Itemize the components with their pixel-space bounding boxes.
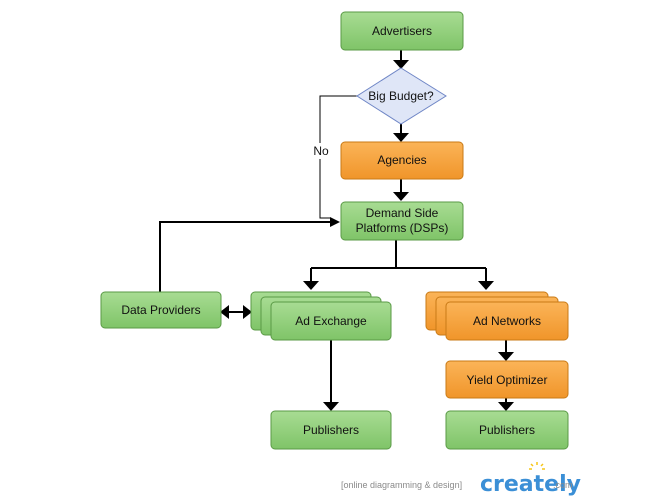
node-label: Ad Exchange — [295, 314, 367, 328]
arrowhead — [303, 281, 319, 290]
watermark-tagline: [online diagramming & design] — [341, 480, 462, 490]
node-box — [340, 201, 464, 241]
node-box — [270, 410, 392, 450]
node-yield-optimizer[interactable]: Yield Optimizer — [445, 360, 569, 399]
watermark-suffix: .com — [553, 480, 573, 490]
decision-label: Big Budget? — [368, 89, 434, 103]
decision-big-budget[interactable]: Big Budget? — [356, 67, 447, 125]
arrowhead — [220, 305, 229, 319]
no-label-bg — [310, 143, 332, 159]
node-dsp[interactable]: Demand Side Platforms (DSPs) — [340, 201, 464, 241]
node-box — [445, 410, 569, 450]
connectors — [159, 50, 507, 403]
node-label: Agencies — [377, 153, 426, 167]
node-data-providers[interactable]: Data Providers — [100, 291, 222, 329]
node-label-line2: Platforms (DSPs) — [356, 221, 449, 235]
sun-icon — [529, 462, 545, 470]
decision-diamond — [356, 67, 447, 125]
arrowhead — [478, 281, 494, 290]
watermark-brand: creately — [480, 472, 581, 497]
arrowhead — [498, 352, 514, 361]
edge-dataproviders-to-dsp — [159, 221, 330, 292]
node-label: Publishers — [479, 423, 535, 437]
node-box — [445, 360, 569, 399]
arrowhead — [393, 133, 409, 142]
node-box — [270, 301, 392, 341]
node-box — [445, 301, 569, 341]
arrowhead — [243, 305, 252, 319]
node-ad-networks[interactable]: Ad Networks — [425, 291, 569, 341]
arrowhead — [323, 402, 339, 411]
node-box — [340, 141, 464, 180]
node-publishers-left[interactable]: Publishers — [270, 410, 392, 450]
arrowheads — [220, 60, 514, 411]
node-label: Yield Optimizer — [467, 373, 548, 387]
node-advertisers[interactable]: Advertisers — [340, 11, 464, 51]
node-label-line1: Demand Side — [366, 206, 439, 220]
arrowhead — [330, 217, 340, 227]
node-box — [340, 11, 464, 51]
node-label: Data Providers — [121, 303, 200, 317]
node-agencies[interactable]: Agencies — [340, 141, 464, 180]
arrowhead — [393, 60, 409, 69]
node-label: Publishers — [303, 423, 359, 437]
creately-watermark[interactable]: [online diagramming & design] creately .… — [341, 462, 581, 497]
node-label: Ad Networks — [473, 314, 541, 328]
no-label: No — [313, 144, 329, 158]
node-box — [100, 291, 222, 329]
arrowhead — [393, 192, 409, 201]
node-publishers-right[interactable]: Publishers — [445, 410, 569, 450]
node-label: Advertisers — [372, 24, 432, 38]
arrowhead — [498, 402, 514, 411]
node-ad-exchange[interactable]: Ad Exchange — [250, 291, 392, 341]
